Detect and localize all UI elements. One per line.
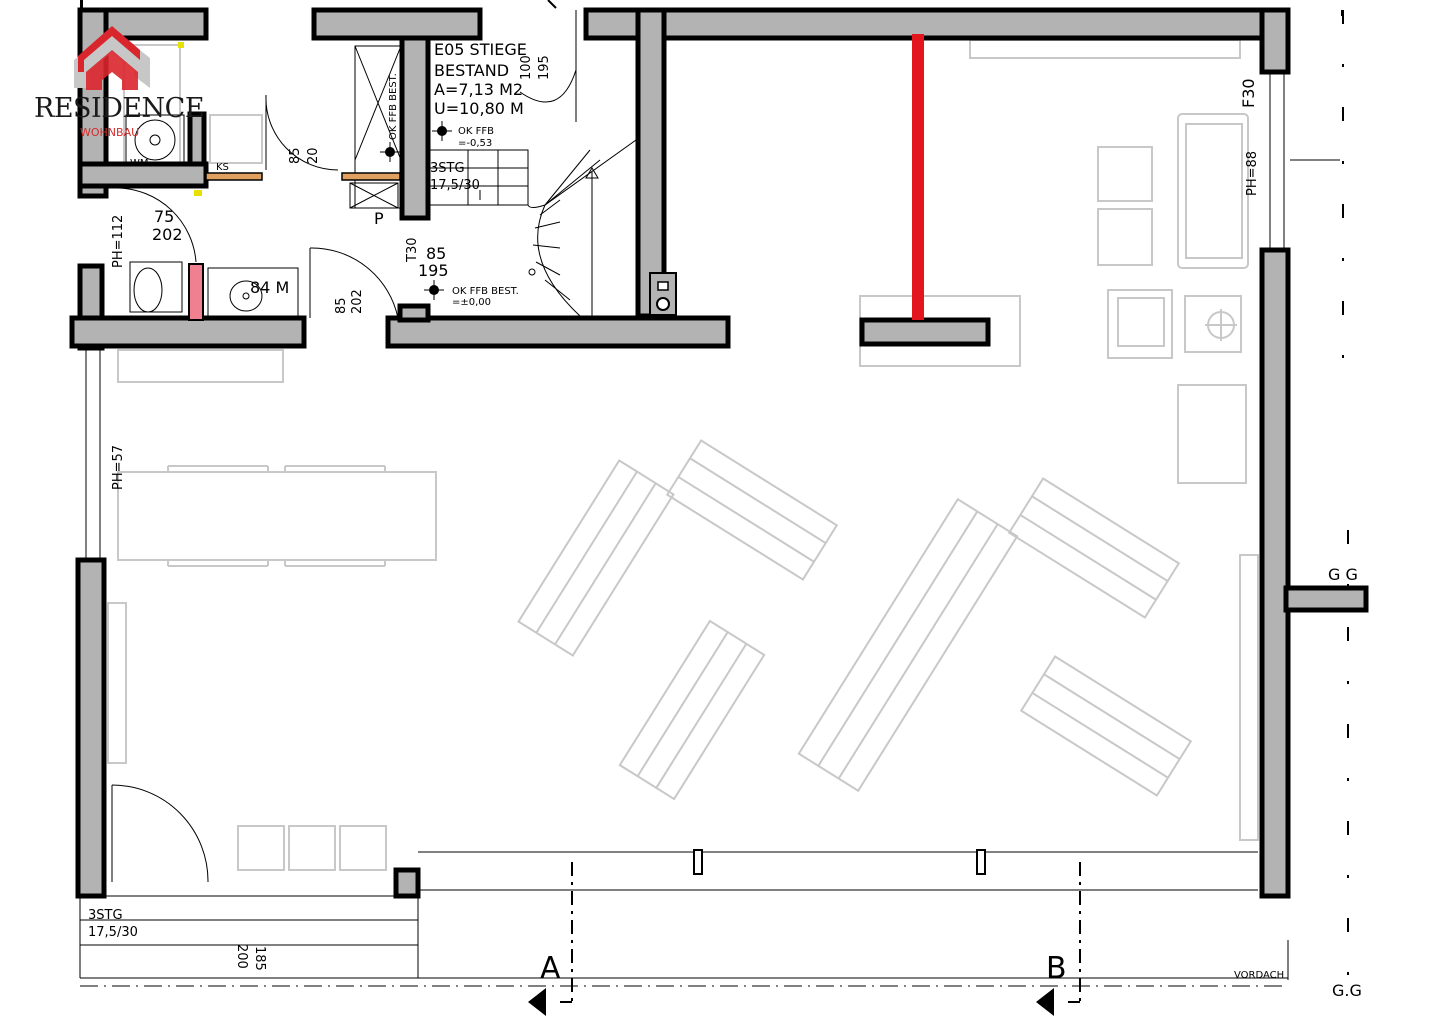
wc-ks: KS <box>216 162 229 173</box>
section-lines <box>528 0 1349 1016</box>
wc-door2-w: 85 <box>288 147 303 164</box>
stair-room-name: E05 STIEGE <box>434 40 527 59</box>
section-a-label: A <box>540 951 561 986</box>
red-wall-new <box>912 34 924 320</box>
stair-steps-ratio: 17,5/30 <box>430 178 480 193</box>
entry-level-label: OK FFB BEST. <box>452 286 519 297</box>
dim-bottom-2: 200 <box>234 944 249 969</box>
grid-bottom-right: G.G <box>1332 981 1362 1000</box>
stair-room-area: A=7,13 M2 <box>434 80 523 99</box>
entry-fire-rating: T30 <box>405 238 420 263</box>
highlight-elements <box>178 34 924 321</box>
walls <box>69 0 1369 899</box>
wc-door-w: 75 <box>154 207 174 226</box>
entry-level-value: =±0,00 <box>452 297 491 308</box>
furniture-layer <box>107 39 1259 871</box>
wc-door2-h: 20 <box>306 147 321 164</box>
section-b-label: B <box>1046 951 1067 986</box>
fire-right: F30 <box>1239 78 1258 108</box>
staircase <box>430 10 637 317</box>
wc-wm: WM <box>130 158 149 169</box>
steps-bottom-ratio: 17,5/30 <box>88 925 138 940</box>
steps-bottom: 3STG <box>88 908 123 923</box>
doors <box>111 94 399 883</box>
stair-dim-h: 195 <box>537 55 552 80</box>
parapet-left: PH=57 <box>111 445 126 490</box>
entry-door-h: 195 <box>418 261 449 280</box>
parapet-right: PH=88 <box>1245 151 1260 196</box>
wc-vert-text: OK FFB BEST. <box>388 73 399 140</box>
logo-name: RESIDENCE <box>34 93 204 124</box>
wc-door-h: 202 <box>152 225 183 244</box>
stair-room-status: BESTAND <box>434 61 509 80</box>
grid-right: G G <box>1328 565 1358 584</box>
pink-partition <box>188 263 204 321</box>
labels: E05 STIEGE BESTAND A=7,13 M2 U=10,80 M 1… <box>88 40 1362 1000</box>
residence-logo: RESIDENCE WOHNBAU <box>34 26 205 139</box>
wc-sink-label: 84 M <box>250 278 289 297</box>
stair-level-value: =-0,53 <box>458 138 492 149</box>
stair-level-label: OK FFB <box>458 126 494 137</box>
glazing <box>79 72 1340 987</box>
wc-parapet: PH=112 <box>111 215 126 268</box>
entry-door2-w: 85 <box>334 297 349 314</box>
canopy-label: VORDACH <box>1234 970 1284 981</box>
entry-door2-h: 202 <box>350 289 365 314</box>
door-sill-entry <box>341 172 401 181</box>
stair-steps: 3STG <box>430 161 465 176</box>
stair-room-perimeter: U=10,80 M <box>434 99 524 118</box>
stair-dim-w: 100 <box>519 55 534 80</box>
logo-sub: WOHNBAU <box>80 126 139 139</box>
door-sill-ks <box>205 172 263 181</box>
dim-bottom-1: 185 <box>252 946 267 971</box>
entry-marker: P <box>374 209 384 228</box>
entry-door-w: 85 <box>426 244 446 263</box>
